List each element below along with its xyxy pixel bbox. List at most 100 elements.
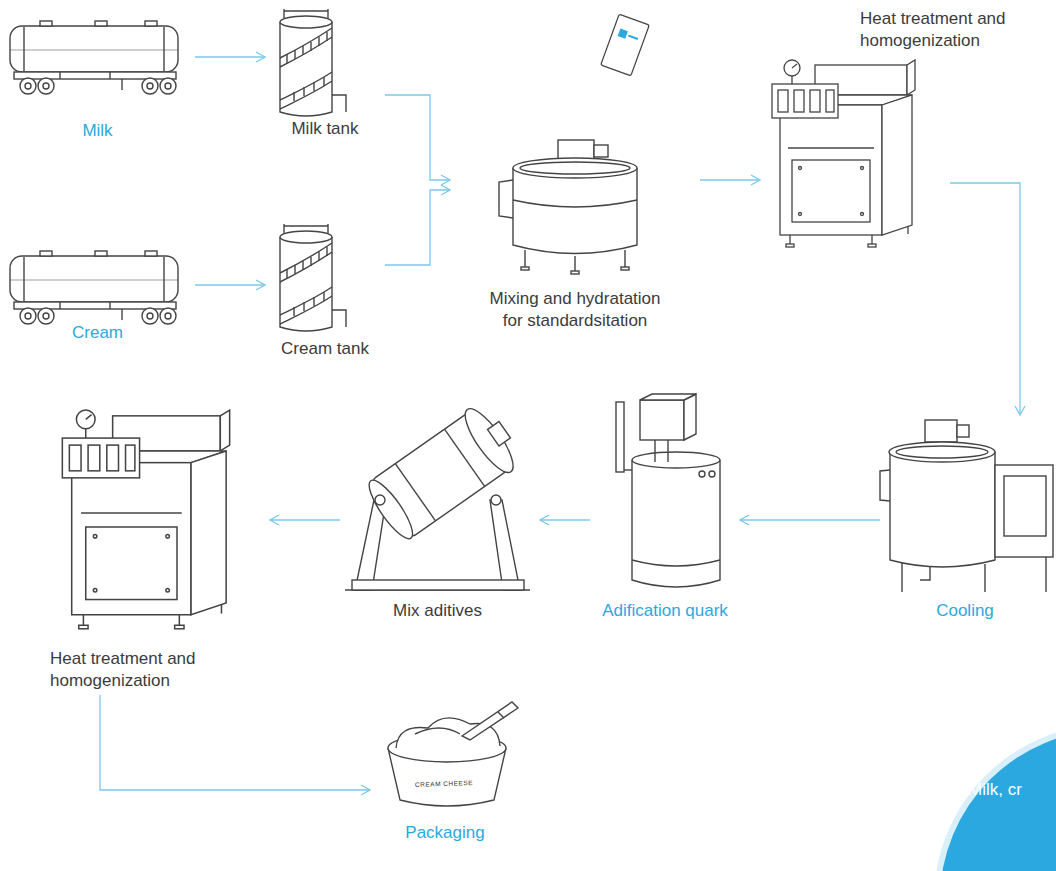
illustration-part [491, 495, 501, 505]
step-label: Cream [0, 322, 195, 344]
first-homogenizer [772, 60, 915, 247]
illustration-part [618, 28, 628, 38]
illustration-part [957, 425, 969, 437]
illustration-part [640, 394, 696, 400]
process-step: Cream [0, 240, 195, 350]
illustration-part [513, 168, 637, 254]
process-step: Mixing and hydratation for standardsitat… [450, 135, 700, 335]
illustration-part [458, 403, 521, 479]
illustration-part [995, 465, 1053, 557]
step-label: Cream tank [265, 338, 385, 360]
flow-arrow [195, 284, 265, 285]
illustration-part [940, 730, 1056, 871]
flow-arrow [700, 179, 760, 180]
cream-tank-drawing [280, 224, 346, 331]
illustration-part [594, 145, 608, 157]
package-print: CREAM CHEESE [415, 779, 473, 788]
illustration-part [520, 162, 630, 174]
process-step: Milk tank [265, 5, 385, 140]
illustration-part [498, 712, 504, 718]
acidification-tank [616, 394, 720, 587]
illustration-part [1004, 476, 1046, 536]
illustration-part [488, 421, 511, 445]
illustration-part [415, 728, 460, 734]
process-step: Packaging [370, 700, 520, 850]
illustration-part [925, 420, 957, 442]
flow-arrow [100, 695, 370, 790]
illustration-part [699, 471, 705, 477]
process-step: Cream tank [265, 215, 385, 355]
step-label: Packaging [370, 822, 520, 844]
illustration-part [361, 399, 527, 547]
illustration-part [499, 180, 513, 218]
illustration-part [709, 471, 715, 477]
illustration-part [444, 429, 484, 486]
illustration-part [934, 724, 1056, 871]
flow-arrow [950, 183, 1020, 415]
process-step: Heat treatment and homogenization [45, 405, 270, 695]
illustration-part [896, 446, 988, 458]
flow-arrow [270, 519, 340, 520]
illustration-part [521, 267, 529, 270]
illustration-part [632, 560, 720, 566]
flow-arrow [740, 519, 880, 520]
illustration-part [558, 140, 594, 160]
illustration-part [880, 470, 890, 501]
process-step: Adification quark [590, 390, 740, 625]
flow-arrow [195, 56, 265, 57]
cooling-tank [880, 420, 1053, 592]
illustration-part [621, 267, 629, 270]
process-step: Heat treatment and homogenization [760, 0, 950, 250]
info-badge [934, 724, 1056, 871]
illustration-part [667, 440, 668, 462]
illustration-part [352, 580, 524, 590]
illustration-part [601, 14, 650, 76]
process-step: Milk [0, 15, 195, 140]
illustration-part [513, 158, 637, 178]
illustration-part [462, 702, 518, 740]
illustration-part [684, 394, 696, 440]
step-label: Adification quark [590, 600, 740, 622]
additive-sachet [601, 14, 650, 76]
illustration-part [889, 442, 995, 462]
illustration-part [632, 460, 720, 587]
illustration-part [890, 452, 995, 567]
cream-truck [10, 251, 178, 324]
flow-arrow [385, 95, 450, 180]
illustration-part [571, 271, 579, 274]
illustration-part [513, 200, 637, 207]
additive-blender [345, 399, 530, 590]
step-label: Cooling [880, 600, 1050, 622]
milk-truck [10, 21, 178, 94]
process-step: Mix aditives [340, 410, 540, 630]
second-homogenizer [62, 410, 229, 629]
flow-arrow [540, 519, 590, 520]
step-label: Heat treatment and homogenization [860, 8, 1040, 52]
step-label: Milk tank [265, 118, 385, 140]
step-label: Milk [0, 120, 195, 142]
illustration-part [632, 452, 720, 468]
illustration-part [920, 567, 930, 580]
illustration-part [525, 250, 625, 272]
illustration-part [375, 495, 385, 505]
step-label: Heat treatment and homogenization [50, 648, 240, 692]
illustration-part [490, 500, 520, 590]
illustration-part [654, 440, 655, 462]
step-label: Mix aditives [340, 600, 535, 622]
illustration-part [902, 557, 1046, 592]
illustration-part [616, 402, 624, 472]
badge-text: Milk, cr [968, 780, 1022, 800]
process-step: Cooling [880, 415, 1056, 630]
illustration-part [628, 36, 637, 39]
step-label: Mixing and hydratation for standardsitat… [483, 288, 667, 332]
milk-tank-drawing [280, 9, 346, 116]
cream-cheese-cup [388, 702, 518, 806]
flow-arrow [385, 190, 450, 265]
illustration-part [624, 469, 632, 470]
illustration-part [640, 400, 684, 440]
illustration-part [395, 464, 435, 521]
mixing-vessel [499, 140, 637, 274]
